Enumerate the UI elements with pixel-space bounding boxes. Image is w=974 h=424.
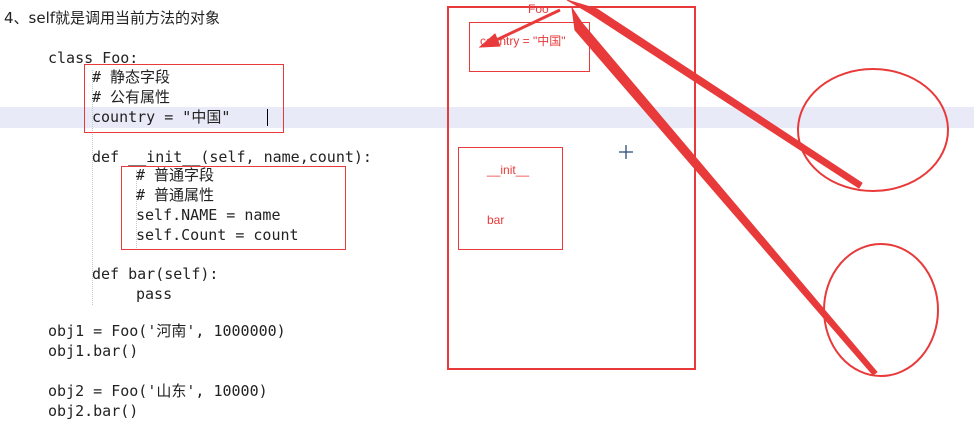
indent-guide xyxy=(92,70,93,305)
object-circle-obj2 xyxy=(823,243,939,377)
code-self-count[interactable]: self.Count = count xyxy=(136,226,299,244)
class-to-country-arrow xyxy=(489,8,561,45)
text-caret xyxy=(267,109,268,126)
class-memory-box xyxy=(447,6,696,370)
obj1-to-class-arrow xyxy=(566,0,863,189)
class-foo-label: Foo xyxy=(528,2,549,16)
section-heading: 4、self就是调用当前方法的对象 xyxy=(4,9,221,27)
static-field-annotation-box xyxy=(84,64,284,133)
code-class-declaration[interactable]: class Foo: xyxy=(48,49,139,67)
code-init-def[interactable]: def __init__(self, name,count): xyxy=(92,148,372,166)
code-obj2-create[interactable]: obj2 = Foo('山东', 10000) xyxy=(48,382,268,400)
code-self-name[interactable]: self.NAME = name xyxy=(136,206,281,224)
reference-arrows xyxy=(478,0,878,376)
code-comment-public-attr[interactable]: # 公有属性 xyxy=(92,88,171,106)
indent-guide xyxy=(136,170,137,248)
code-obj1-call[interactable]: obj1.bar() xyxy=(48,342,139,360)
methods-box xyxy=(458,147,563,250)
code-comment-normal-attr[interactable]: # 普通属性 xyxy=(136,186,215,204)
normal-field-annotation-box xyxy=(121,166,346,250)
crosshair-cursor-icon xyxy=(619,145,633,159)
code-bar-def[interactable]: def bar(self): xyxy=(92,265,219,283)
code-comment-static-field[interactable]: # 静态字段 xyxy=(92,68,171,86)
code-pass[interactable]: pass xyxy=(136,285,173,303)
code-obj2-call[interactable]: obj2.bar() xyxy=(48,402,139,420)
code-obj1-create[interactable]: obj1 = Foo('河南', 1000000) xyxy=(48,322,286,340)
bar-method-label: bar xyxy=(487,213,505,227)
current-line-highlight xyxy=(0,107,974,128)
object-circle-obj1 xyxy=(797,68,949,192)
code-country-assignment[interactable]: country = "中国" xyxy=(92,108,231,126)
code-comment-normal-field[interactable]: # 普通字段 xyxy=(136,166,215,184)
class-to-country-arrowhead xyxy=(478,33,501,48)
init-method-label: __init__ xyxy=(487,163,530,177)
obj2-to-class-arrow xyxy=(571,7,878,376)
